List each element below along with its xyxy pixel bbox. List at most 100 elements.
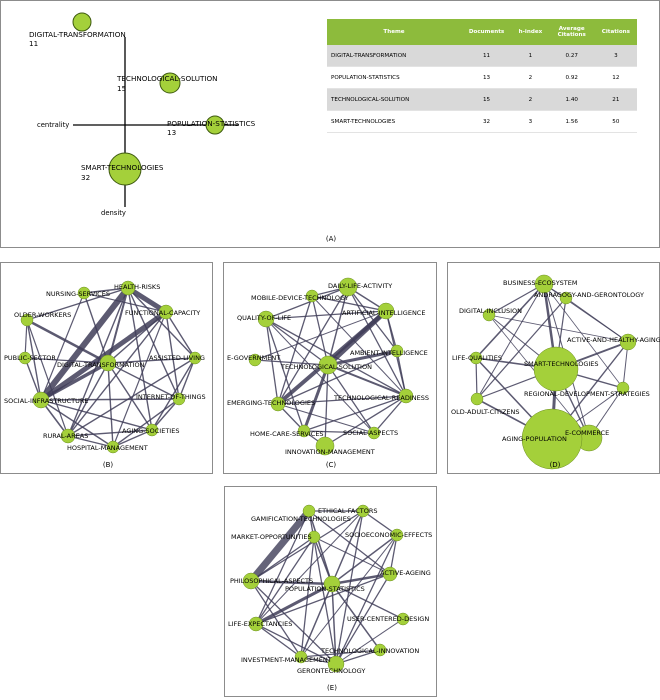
table-cell: 0.92 [548,66,595,89]
network-node[interactable] [60,428,76,444]
panel-b-network: HEALTH-RISKS NURSING-SERVICES OLDER-WORK… [0,262,213,474]
network-node[interactable] [367,426,381,440]
network-node[interactable] [559,291,573,305]
node-label: RURAL-AREAS [43,432,88,440]
network-node[interactable] [145,423,159,437]
network-node[interactable] [18,351,32,365]
network-node[interactable] [106,440,120,454]
network-node[interactable] [99,354,117,372]
network-node[interactable] [158,304,174,320]
table-cell: DIGITAL-TRANSFORMATION [327,45,461,67]
network-edge [327,364,375,434]
network-edge [331,510,364,585]
network-node[interactable] [248,353,262,367]
network-edge [327,364,407,397]
network-node[interactable] [382,566,398,582]
network-node[interactable] [302,504,316,518]
network-edge [24,319,28,359]
table-cell: SMART-TECHNOLOGIES [327,110,461,133]
network-node[interactable] [396,612,410,626]
network-node[interactable] [242,572,260,590]
network-edge [151,398,180,431]
node-label: E-GOVERNMENT [227,354,280,362]
network-edge [311,295,329,366]
node-label: LIFE-EXPECTANCIES [228,620,292,628]
network-edge [24,357,109,364]
network-edge [26,287,129,321]
network-node[interactable] [398,388,414,404]
theme-node[interactable] [72,12,92,32]
node-label: MOBILE-DEVICE-TECHNOLOGY [251,294,349,302]
network-edges [254,286,407,447]
theme-label: SMART-TECHNOLOGIES [81,163,164,172]
network-edge [107,287,129,364]
network-node[interactable] [469,351,483,365]
network-node[interactable] [20,313,34,327]
network-node[interactable] [470,392,484,406]
network-node[interactable] [318,355,338,375]
table-row: SMART-TECHNOLOGIES 32 3 1.56 50 [327,110,637,133]
network-edge [543,283,624,389]
network-node[interactable] [172,392,186,406]
network-node[interactable] [188,351,202,365]
network-node[interactable] [294,650,308,664]
network-node[interactable] [619,333,637,351]
node-label: AGING-SOCIETIES [122,427,179,435]
network-edge [300,583,333,658]
network-node[interactable] [482,308,496,322]
theme-node[interactable] [205,115,225,135]
network-node[interactable] [257,310,275,328]
table-cell: 2 [512,66,549,89]
network-node[interactable] [307,530,321,544]
network-node[interactable] [77,286,91,300]
network-node[interactable] [533,346,579,392]
network-node[interactable] [327,655,345,673]
network-edge [265,318,375,434]
node-label: EMERGING-TECHNOLOGIES [227,399,315,407]
network-node[interactable] [534,274,554,294]
network-node[interactable] [338,277,358,297]
network-node[interactable] [315,436,335,456]
theme-node[interactable] [159,72,181,94]
network-node[interactable] [120,280,136,296]
network-edge [373,395,407,434]
node-label: TECHNOLOGICAL-READINESS [333,394,429,402]
network-edge [254,359,329,366]
network-node[interactable] [373,643,387,657]
network-node[interactable] [297,424,311,438]
panel-caption: (C) [325,461,337,469]
network-node[interactable] [305,289,319,303]
network-node[interactable] [270,396,286,412]
network-node[interactable] [390,528,404,542]
node-label: NURSING-SERVICES [46,290,110,298]
network-node[interactable] [521,408,583,470]
network-node[interactable] [377,302,395,320]
theme-node[interactable] [108,152,142,186]
node-label: DAILY-LIFE-ACTIVITY [328,282,392,290]
network-edge [300,536,315,658]
network-edge [254,310,387,361]
theme-documents: 11 [29,39,38,48]
network-edge [475,357,478,400]
table-cell: 50 [594,110,637,133]
network-node[interactable] [323,575,341,593]
network-svg: HEALTH-RISKS NURSING-SERVICES OLDER-WORK… [4,280,206,454]
network-node[interactable] [616,381,630,395]
strategic-map-svg: centrality density DIGITAL-TRANSFORMATIO… [29,12,256,217]
column-header: Average Citations [548,19,595,45]
table-cell: 12 [594,66,637,89]
network-edge [488,283,545,316]
network-node[interactable] [248,616,264,632]
node-label: BUSINESS-ECOSYSTEM [503,279,578,287]
network-edge [107,362,153,431]
network-edge [67,357,196,437]
node-label: AMBIENT-INTELLIGENCE [350,349,428,357]
node-label: REGIONAL-DEVELOPMENT-STRATEGIES [524,390,650,398]
node-label: FUNCTIONAL-CAPACITY [125,309,200,317]
network-node[interactable] [390,344,404,358]
network-svg: DAILY-LIFE-ACTIVITY MOBILE-DEVICE-TECHNO… [227,277,429,456]
table-cell: 2 [512,88,549,111]
network-edge [331,583,381,651]
network-node[interactable] [32,391,50,409]
network-node[interactable] [356,504,370,518]
